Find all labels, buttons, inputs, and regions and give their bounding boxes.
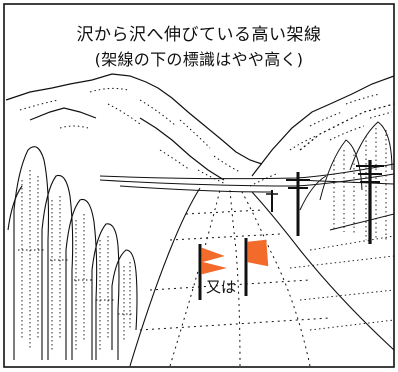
caption-title: 沢から沢へ伸びている高い架線: [76, 25, 322, 45]
left-forest-texture: [18, 170, 134, 350]
alternative-label: 又は: [206, 278, 237, 296]
utility-poles: [266, 160, 384, 244]
mountain-ridges: [5, 73, 395, 181]
sign-posts: [198, 238, 248, 300]
left-forest: [7, 146, 138, 360]
triangle-flag-icon: [201, 247, 227, 275]
overhead-wires: [99, 163, 395, 193]
caption-subtitle: (架線の下の標識はやや高く): [94, 50, 304, 69]
rect-flag-icon: [247, 239, 269, 267]
mountain-hatching: [19, 87, 393, 187]
frame-border: [3, 3, 395, 368]
road: [129, 187, 395, 367]
right-forest-texture: [289, 128, 395, 331]
right-forest: [299, 121, 395, 231]
